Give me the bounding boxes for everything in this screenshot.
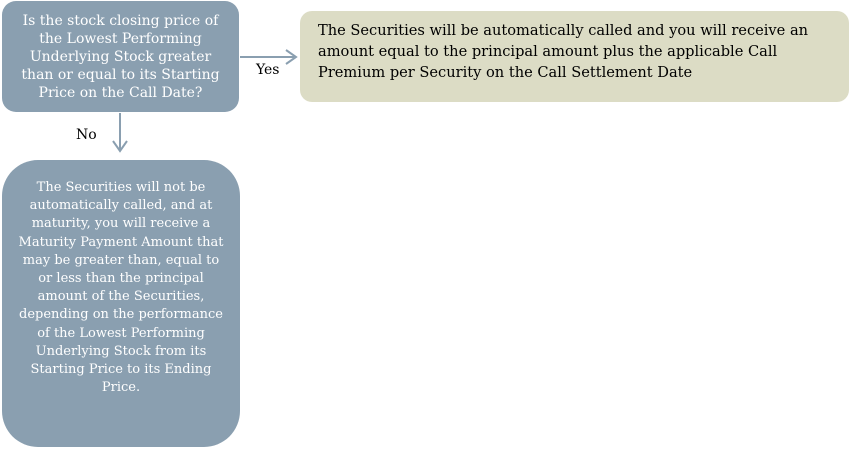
called-outcome-box: The Securities will be automatically cal… [300, 11, 849, 102]
yes-branch-label: Yes [256, 62, 280, 78]
no-arrow [112, 113, 128, 153]
decision-question: Is the stock closing price of the Lowest… [21, 13, 220, 101]
decision-box: Is the stock closing price of the Lowest… [2, 1, 239, 112]
no-branch-label: No [76, 127, 97, 143]
maturity-outcome-text: The Securities will not be automatically… [18, 180, 224, 396]
maturity-outcome-box: The Securities will not be automatically… [2, 160, 240, 447]
called-outcome-text: The Securities will be automatically cal… [318, 22, 809, 81]
